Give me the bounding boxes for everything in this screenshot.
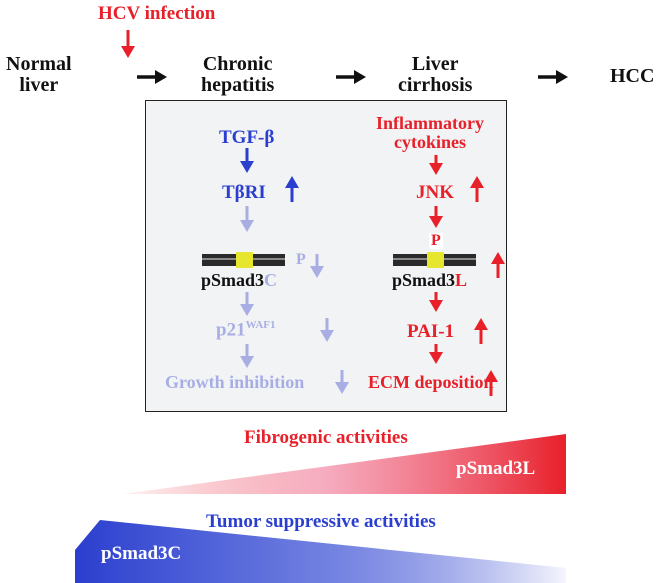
phospho-c-down-icon [310, 254, 324, 278]
phospho-c-label: P [296, 251, 306, 268]
arrow-p21-to-growth [240, 344, 254, 368]
stage-normal-liver: Normal liver [6, 53, 72, 96]
growth-inhibition-label: Growth inhibition [165, 372, 305, 392]
p21-label: p21WAF1 [216, 319, 276, 341]
progression-arrow-1 [137, 70, 167, 84]
fibrogenic-label: Fibrogenic activities [244, 427, 408, 448]
jnk-label: JNK [416, 182, 454, 203]
arrow-jnk-to-smad3l [429, 206, 443, 228]
smad3l-bar [393, 252, 476, 268]
arrow-smad3l-to-pai [429, 292, 443, 312]
arrow-cytokines-to-jnk [429, 155, 443, 175]
suppressive-wedge [75, 520, 566, 583]
arrow-tgf-to-receptor [240, 148, 254, 173]
smad3l-up-icon [491, 252, 505, 278]
arrow-smad3c-to-p21 [240, 292, 254, 316]
fibrogenic-wedge [122, 434, 566, 494]
stage-hcc: HCC [610, 65, 655, 87]
hcv-infection-label: HCV infection [98, 3, 216, 24]
tgf-beta-label: TGF-β [219, 127, 275, 148]
progression-arrow-3 [538, 70, 568, 84]
fibrogenic-tag: pSmad3L [456, 458, 536, 479]
jnk-up-icon [470, 176, 484, 202]
p21-down-icon [320, 318, 334, 342]
ecm-up-icon [484, 370, 498, 396]
stage-liver-cirrhosis: Liver cirrhosis [398, 53, 473, 96]
ecm-deposition-label: ECM deposition [368, 372, 494, 392]
phospho-l-label: P [429, 232, 443, 249]
cytokines-label: Inflammatory cytokines [376, 113, 484, 152]
pai-up-icon [474, 318, 488, 344]
hcv-down-arrow [121, 30, 135, 58]
progression-arrow-2 [336, 70, 366, 84]
growth-down-icon [335, 370, 349, 394]
pai-label: PAI-1 [407, 321, 455, 342]
stage-chronic-hepatitis: Chronic hepatitis [201, 53, 275, 96]
suppressive-tag: pSmad3C [101, 543, 182, 564]
receptor-label: TβRI [222, 182, 266, 203]
suppressive-label: Tumor suppressive activities [206, 511, 436, 532]
smad3c-label: pSmad3C [201, 270, 278, 290]
arrow-receptor-to-smad3c [240, 206, 254, 232]
smad3l-label: pSmad3L [392, 270, 468, 290]
receptor-up-icon [285, 176, 299, 202]
smad3c-bar [202, 252, 285, 268]
arrow-pai-to-ecm [429, 344, 443, 364]
